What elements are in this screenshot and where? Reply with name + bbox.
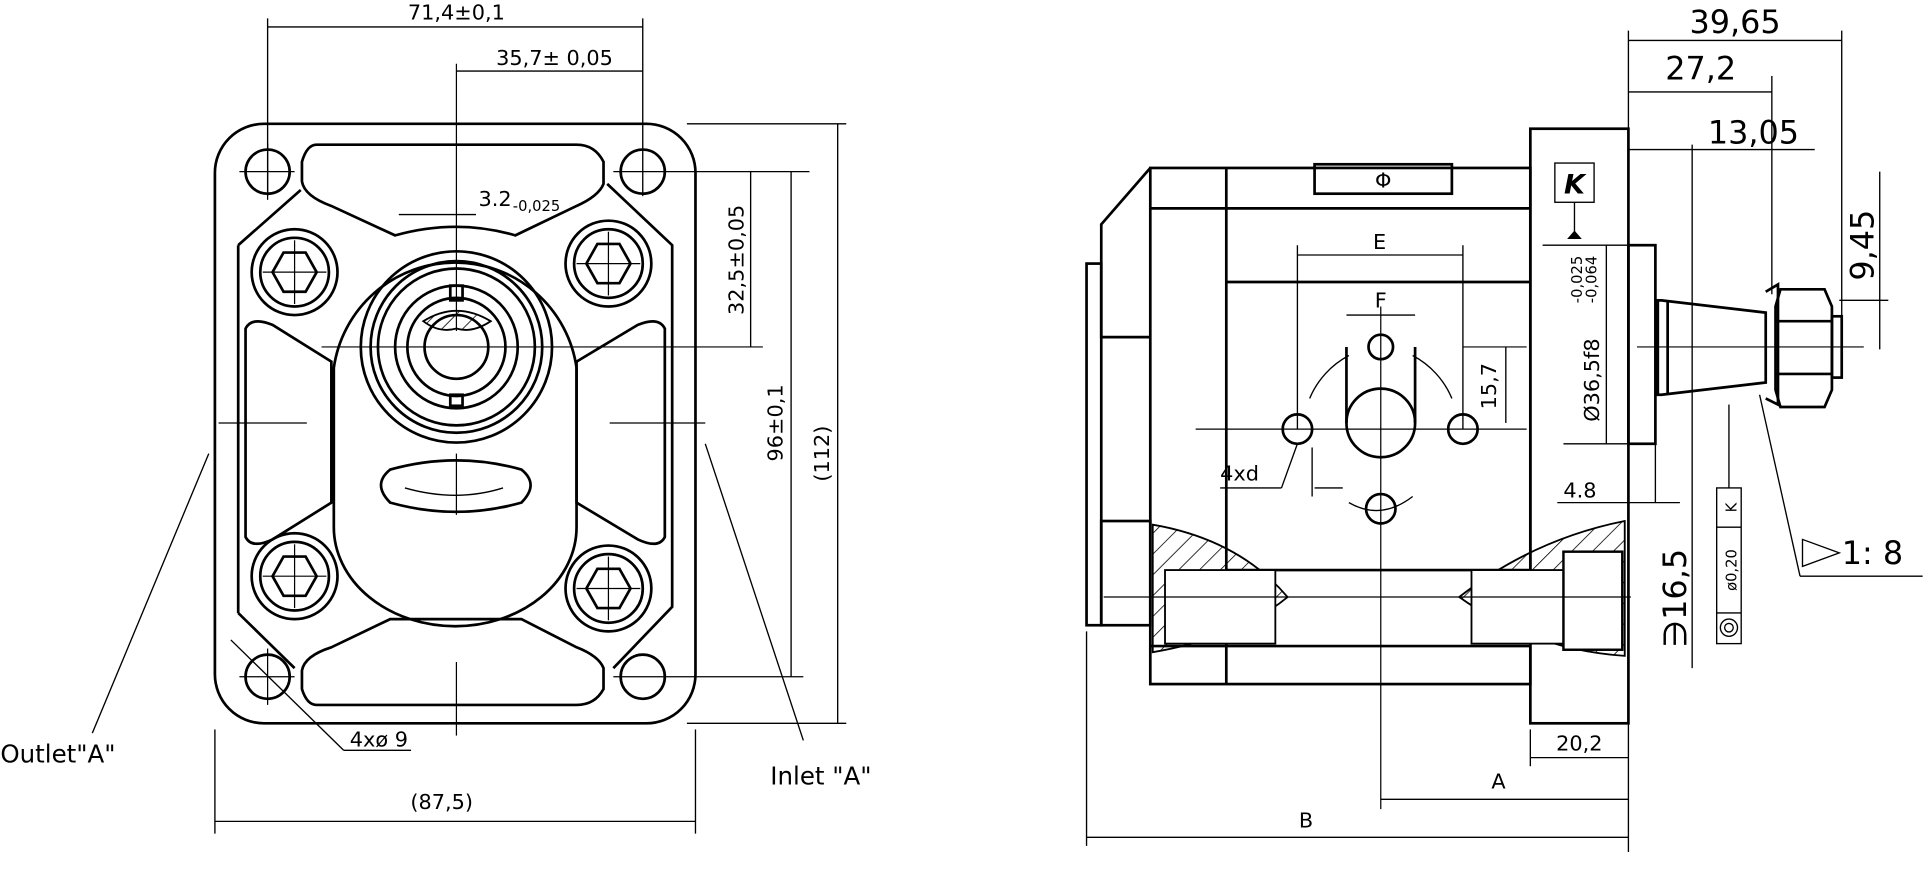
concentricity-frame: ø0,20 K	[1716, 487, 1742, 645]
dim-b: B	[1299, 809, 1313, 833]
concentricity-tol: ø0,20	[1723, 549, 1740, 591]
top-pocket	[300, 143, 605, 237]
dim-a: A	[1491, 769, 1506, 793]
dim-e: E	[1373, 230, 1386, 254]
left-port-pocket	[244, 320, 333, 546]
top-symbol: Φ	[1375, 169, 1391, 193]
dim-bolt-spacing: 71,4±0,1	[408, 1, 505, 25]
hub-body	[332, 261, 578, 628]
datum-k: K	[1564, 170, 1587, 201]
front-dimensions	[91, 18, 847, 834]
dim-shaft: ∋16,5	[1656, 549, 1694, 648]
front-view: 71,4±0,1 35,7± 0,05 3.2 -0,025 32,5±0,05…	[0, 1, 872, 834]
label-outlet: Outlet"A"	[0, 740, 115, 769]
dim-4-8: 4.8	[1563, 479, 1596, 503]
body-outline	[236, 182, 674, 670]
label-inlet: Inlet "A"	[770, 762, 871, 791]
concentricity-icon	[1719, 618, 1739, 637]
right-port-pocket	[575, 320, 667, 546]
dim-overall-height: (112)	[810, 426, 834, 482]
dim-9-45: 9,45	[1844, 210, 1882, 281]
dim-27-2: 27,2	[1665, 50, 1736, 88]
centerlines	[218, 63, 810, 736]
side-dimensions	[1085, 30, 1923, 853]
pilot-tol-lower: -0,064	[1584, 256, 1601, 303]
top-plate	[1313, 162, 1454, 196]
dim-13-05: 13,05	[1708, 113, 1799, 151]
dim-bolt-vertical: 96±0,1	[764, 384, 788, 461]
kidney-slot	[379, 458, 532, 514]
dim-f: F	[1375, 289, 1387, 313]
concentricity-datum: K	[1723, 502, 1740, 512]
bolts	[250, 219, 653, 633]
dim-20-2: 20,2	[1556, 731, 1602, 755]
dim-half-bolt-spacing: 35,7± 0,05	[496, 46, 613, 70]
dim-4xd: 4xd	[1220, 462, 1259, 486]
taper-ratio: 1: 8	[1842, 534, 1903, 572]
dim-39-65: 39,65	[1689, 3, 1780, 41]
dim-pilot: Ø36,5f8	[1580, 338, 1604, 421]
dim-holes: 4xø 9	[350, 728, 408, 752]
dim-overall-width: (87,5)	[410, 790, 473, 814]
pilot-tol-upper: -0,025	[1569, 256, 1586, 303]
bottom-pocket	[300, 617, 605, 707]
dim-key-width: 3.2	[478, 187, 511, 211]
dim-15-7: 15,7	[1477, 363, 1501, 409]
shaft	[1627, 243, 1864, 446]
side-view: Φ	[1085, 3, 1923, 853]
dim-key-tol: -0,025	[513, 198, 560, 215]
datum-box	[1554, 162, 1595, 203]
dim-shaft-height: 32,5±0,05	[724, 205, 748, 315]
